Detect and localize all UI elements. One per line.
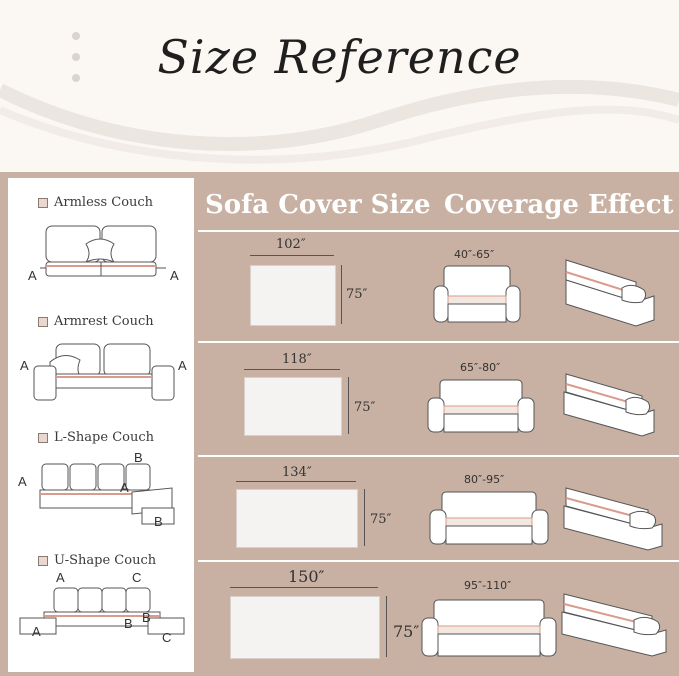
angled-sofa-drawing	[565, 259, 655, 327]
u-shape-couch-drawing: A C A B B C	[19, 570, 185, 645]
width-dimension-line	[236, 481, 356, 482]
square-icon	[38, 197, 48, 208]
height-dimension-line	[386, 596, 387, 657]
marker-label: A	[56, 570, 65, 585]
width-dimension-line	[250, 255, 334, 256]
l-shape-couch-drawing: A B A B	[18, 450, 175, 529]
marker-label: B	[134, 450, 143, 465]
cover-width: 118″	[282, 352, 312, 367]
decorative-dots	[72, 32, 80, 95]
marker-label: A	[170, 268, 179, 283]
angled-sofa-drawing	[563, 487, 663, 551]
marker-label: B	[142, 610, 151, 625]
cover-width: 150″	[288, 567, 325, 586]
couch-label-armrest: Armrest Couch	[38, 314, 154, 329]
coverage-range: 65″-80″	[460, 361, 501, 374]
cover-size-rect	[236, 489, 358, 548]
cover-height: 75″	[393, 622, 420, 641]
width-dimension-line	[230, 587, 378, 588]
armrest-couch-drawing: A A	[20, 343, 187, 401]
cover-size-rect	[250, 265, 336, 326]
cover-size-rect	[230, 596, 380, 659]
cover-size-rect	[244, 377, 342, 436]
front-sofa-drawing	[433, 265, 521, 323]
angled-sofa-drawing	[561, 593, 667, 657]
decorative-swoosh	[0, 79, 679, 164]
square-icon	[38, 555, 48, 566]
cover-width: 134″	[282, 465, 312, 480]
coverage-range: 95″-110″	[464, 579, 512, 592]
marker-label: A	[120, 480, 129, 495]
couch-label-armless: Armless Couch	[38, 195, 153, 210]
marker-label: A	[32, 624, 41, 639]
page-title: Size Reference	[157, 30, 522, 84]
marker-label: A	[28, 268, 37, 283]
marker-label: B	[124, 616, 133, 631]
height-dimension-line	[348, 377, 349, 434]
height-dimension-line	[341, 265, 342, 324]
cover-width: 102″	[276, 237, 306, 252]
row-divider	[198, 560, 679, 562]
cover-height: 75″	[354, 400, 376, 415]
row-divider	[198, 230, 679, 232]
front-sofa-drawing	[421, 599, 557, 657]
marker-label: A	[18, 474, 27, 489]
width-dimension-line	[244, 369, 340, 370]
cover-height: 75″	[346, 287, 368, 302]
header-coverage-effect: Coverage Effect	[444, 190, 674, 220]
couch-label-l-shape: L-Shape Couch	[38, 430, 154, 445]
cover-height: 75″	[370, 512, 392, 527]
marker-label: A	[20, 358, 29, 373]
coverage-range: 40″-65″	[454, 248, 495, 261]
square-icon	[38, 316, 48, 327]
coverage-range: 80″-95″	[464, 473, 505, 486]
marker-label: C	[162, 630, 171, 645]
header-sofa-cover-size: Sofa Cover Size	[205, 190, 431, 220]
marker-label: B	[154, 514, 163, 529]
angled-sofa-drawing	[563, 373, 655, 437]
front-sofa-drawing	[429, 491, 549, 545]
header: Size Reference	[0, 0, 679, 172]
row-divider	[198, 341, 679, 343]
armless-couch-drawing: A A	[28, 225, 179, 283]
height-dimension-line	[364, 489, 365, 546]
marker-label: A	[178, 358, 187, 373]
couch-label-u-shape: U-Shape Couch	[38, 553, 156, 568]
front-sofa-drawing	[427, 379, 535, 433]
marker-label: C	[132, 570, 141, 585]
square-icon	[38, 432, 48, 443]
row-divider	[198, 455, 679, 457]
